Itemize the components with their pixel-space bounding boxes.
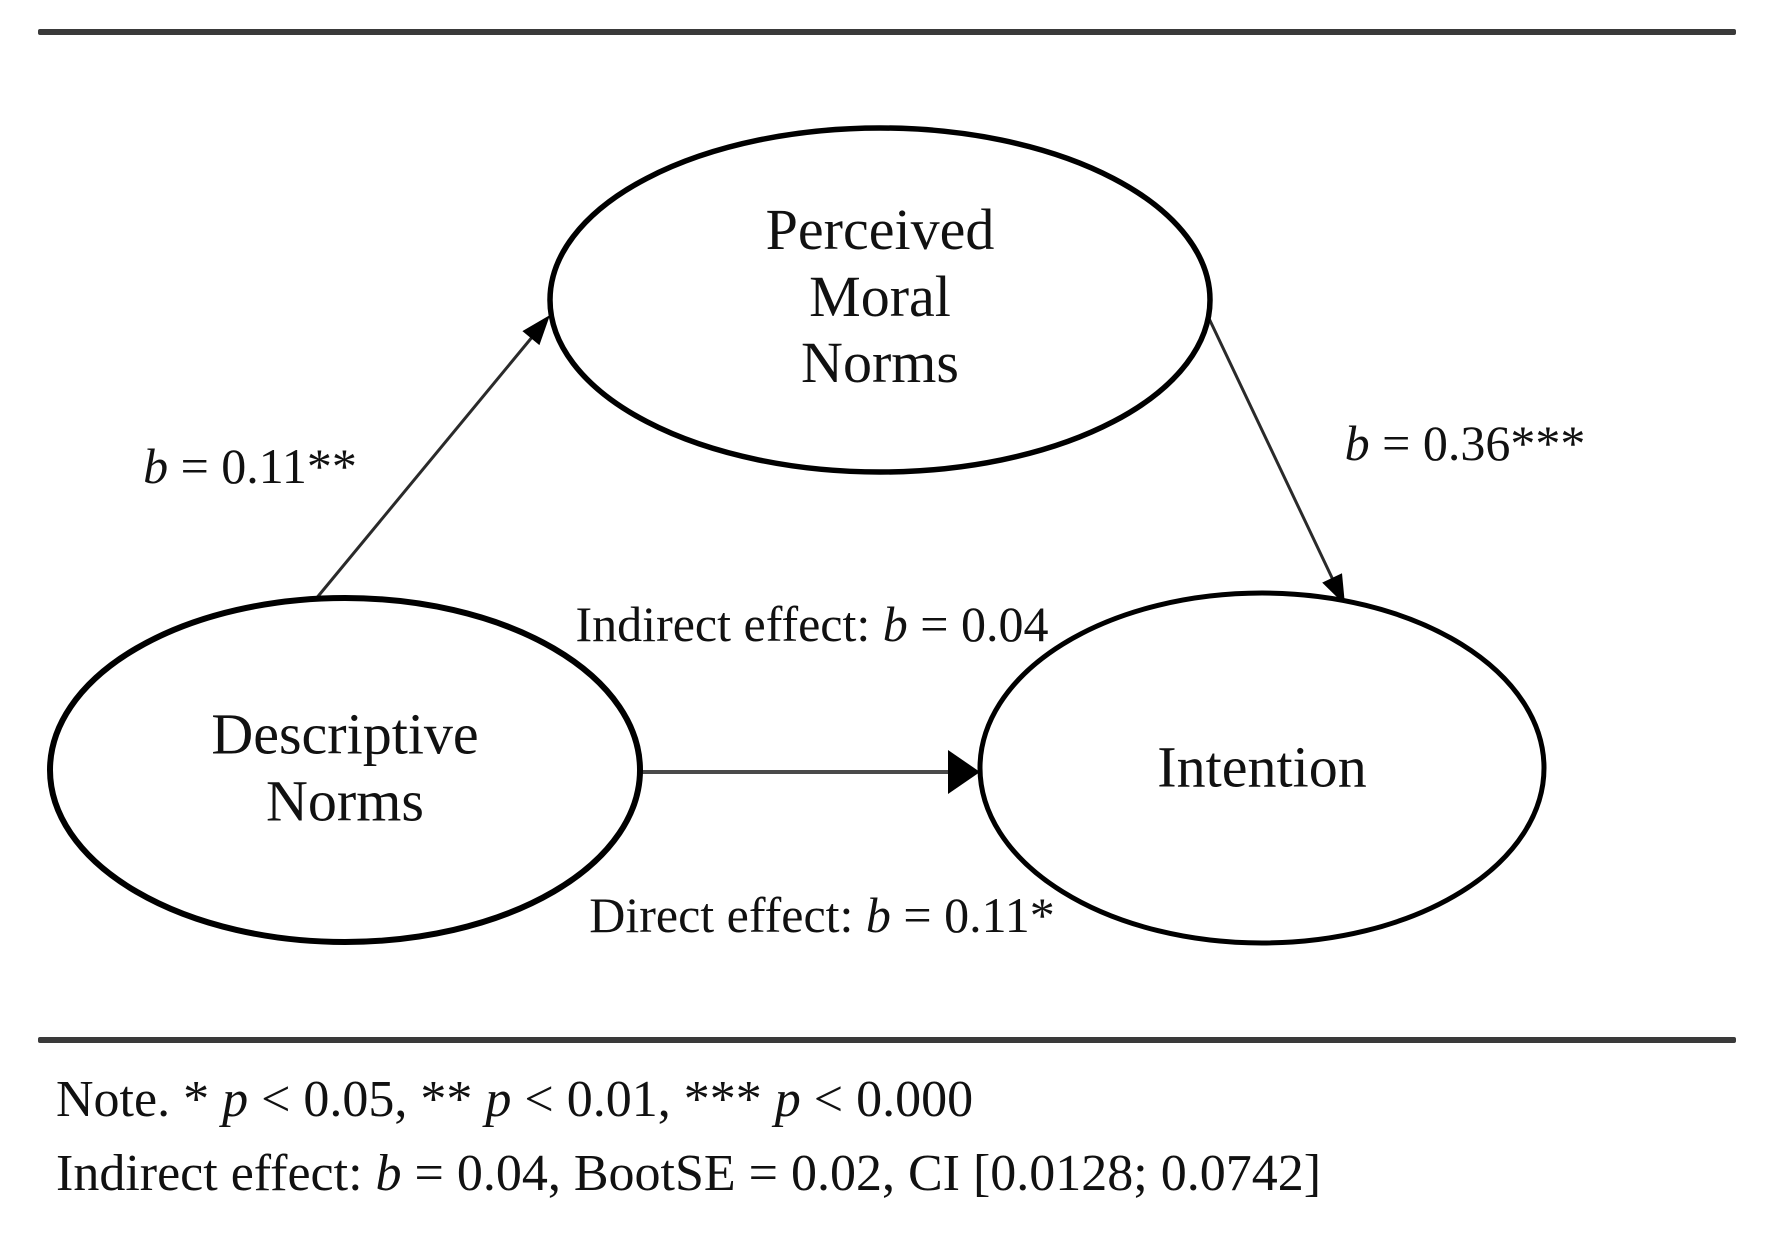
note-indirect-effect-line: Indirect effect: b = 0.04, BootSE = 0.02… — [56, 1144, 1321, 1203]
note1-p2: < 0.05, ** — [248, 1071, 486, 1128]
direct-effect-label: Direct effect: b = 0.11* — [589, 886, 1055, 944]
predictor-ellipse — [47, 595, 643, 945]
path-b-value: = 0.36*** — [1369, 415, 1586, 471]
path-b-label: b = 0.36*** — [1345, 414, 1586, 472]
arrow-a-shaft — [313, 335, 535, 601]
path-a-var: b — [143, 438, 169, 494]
note1-p4: < 0.01, *** — [511, 1071, 775, 1128]
note2-p0: Indirect effect: — [56, 1145, 376, 1202]
predictor-label: Descriptive Norms — [211, 701, 478, 834]
note1-p0: Note. * — [56, 1071, 223, 1128]
direct-effect-value: = 0.11* — [890, 887, 1055, 943]
bottom-rule — [38, 1037, 1736, 1043]
indirect-effect-value: = 0.04 — [907, 596, 1049, 652]
top-rule — [38, 29, 1736, 35]
arrow-b-head — [1322, 573, 1345, 605]
mediator-label-line1: Perceived — [765, 196, 995, 262]
path-b-var: b — [1344, 415, 1370, 471]
direct-effect-var: b — [865, 887, 891, 943]
outcome-ellipse — [977, 590, 1547, 946]
path-a-label: b = 0.11** — [143, 437, 357, 495]
predictor-label-line1: Descriptive — [211, 701, 479, 767]
outcome-label: Intention — [1157, 734, 1367, 800]
note-significance-line: Note. * p < 0.05, ** p < 0.01, *** p < 0… — [56, 1070, 973, 1129]
note1-p5: p — [774, 1071, 801, 1128]
note1-p1: p — [222, 1071, 249, 1128]
mediator-label-line2: Moral — [809, 263, 951, 329]
mediator-label-line3: Norms — [801, 330, 959, 396]
note1-p3: p — [485, 1071, 512, 1128]
mediator-label: Perceived Moral Norms — [766, 197, 995, 397]
note2-p1: b — [375, 1145, 402, 1202]
predictor-label-line2: Norms — [266, 768, 424, 833]
mediator-ellipse — [547, 125, 1213, 475]
arrow-b-shaft — [1203, 309, 1336, 583]
indirect-effect-prefix: Indirect effect: — [575, 596, 883, 652]
note1-p6: < 0.000 — [800, 1071, 974, 1128]
arrow-a-head — [522, 315, 550, 346]
path-a-value: = 0.11** — [168, 438, 357, 494]
note2-p2: = 0.04, BootSE = 0.02, CI [0.0128; 0.074… — [401, 1145, 1322, 1202]
indirect-effect-var: b — [882, 596, 908, 652]
arrow-direct-head — [948, 750, 980, 794]
direct-effect-prefix: Direct effect: — [589, 887, 866, 943]
indirect-effect-label: Indirect effect: b = 0.04 — [576, 595, 1049, 653]
